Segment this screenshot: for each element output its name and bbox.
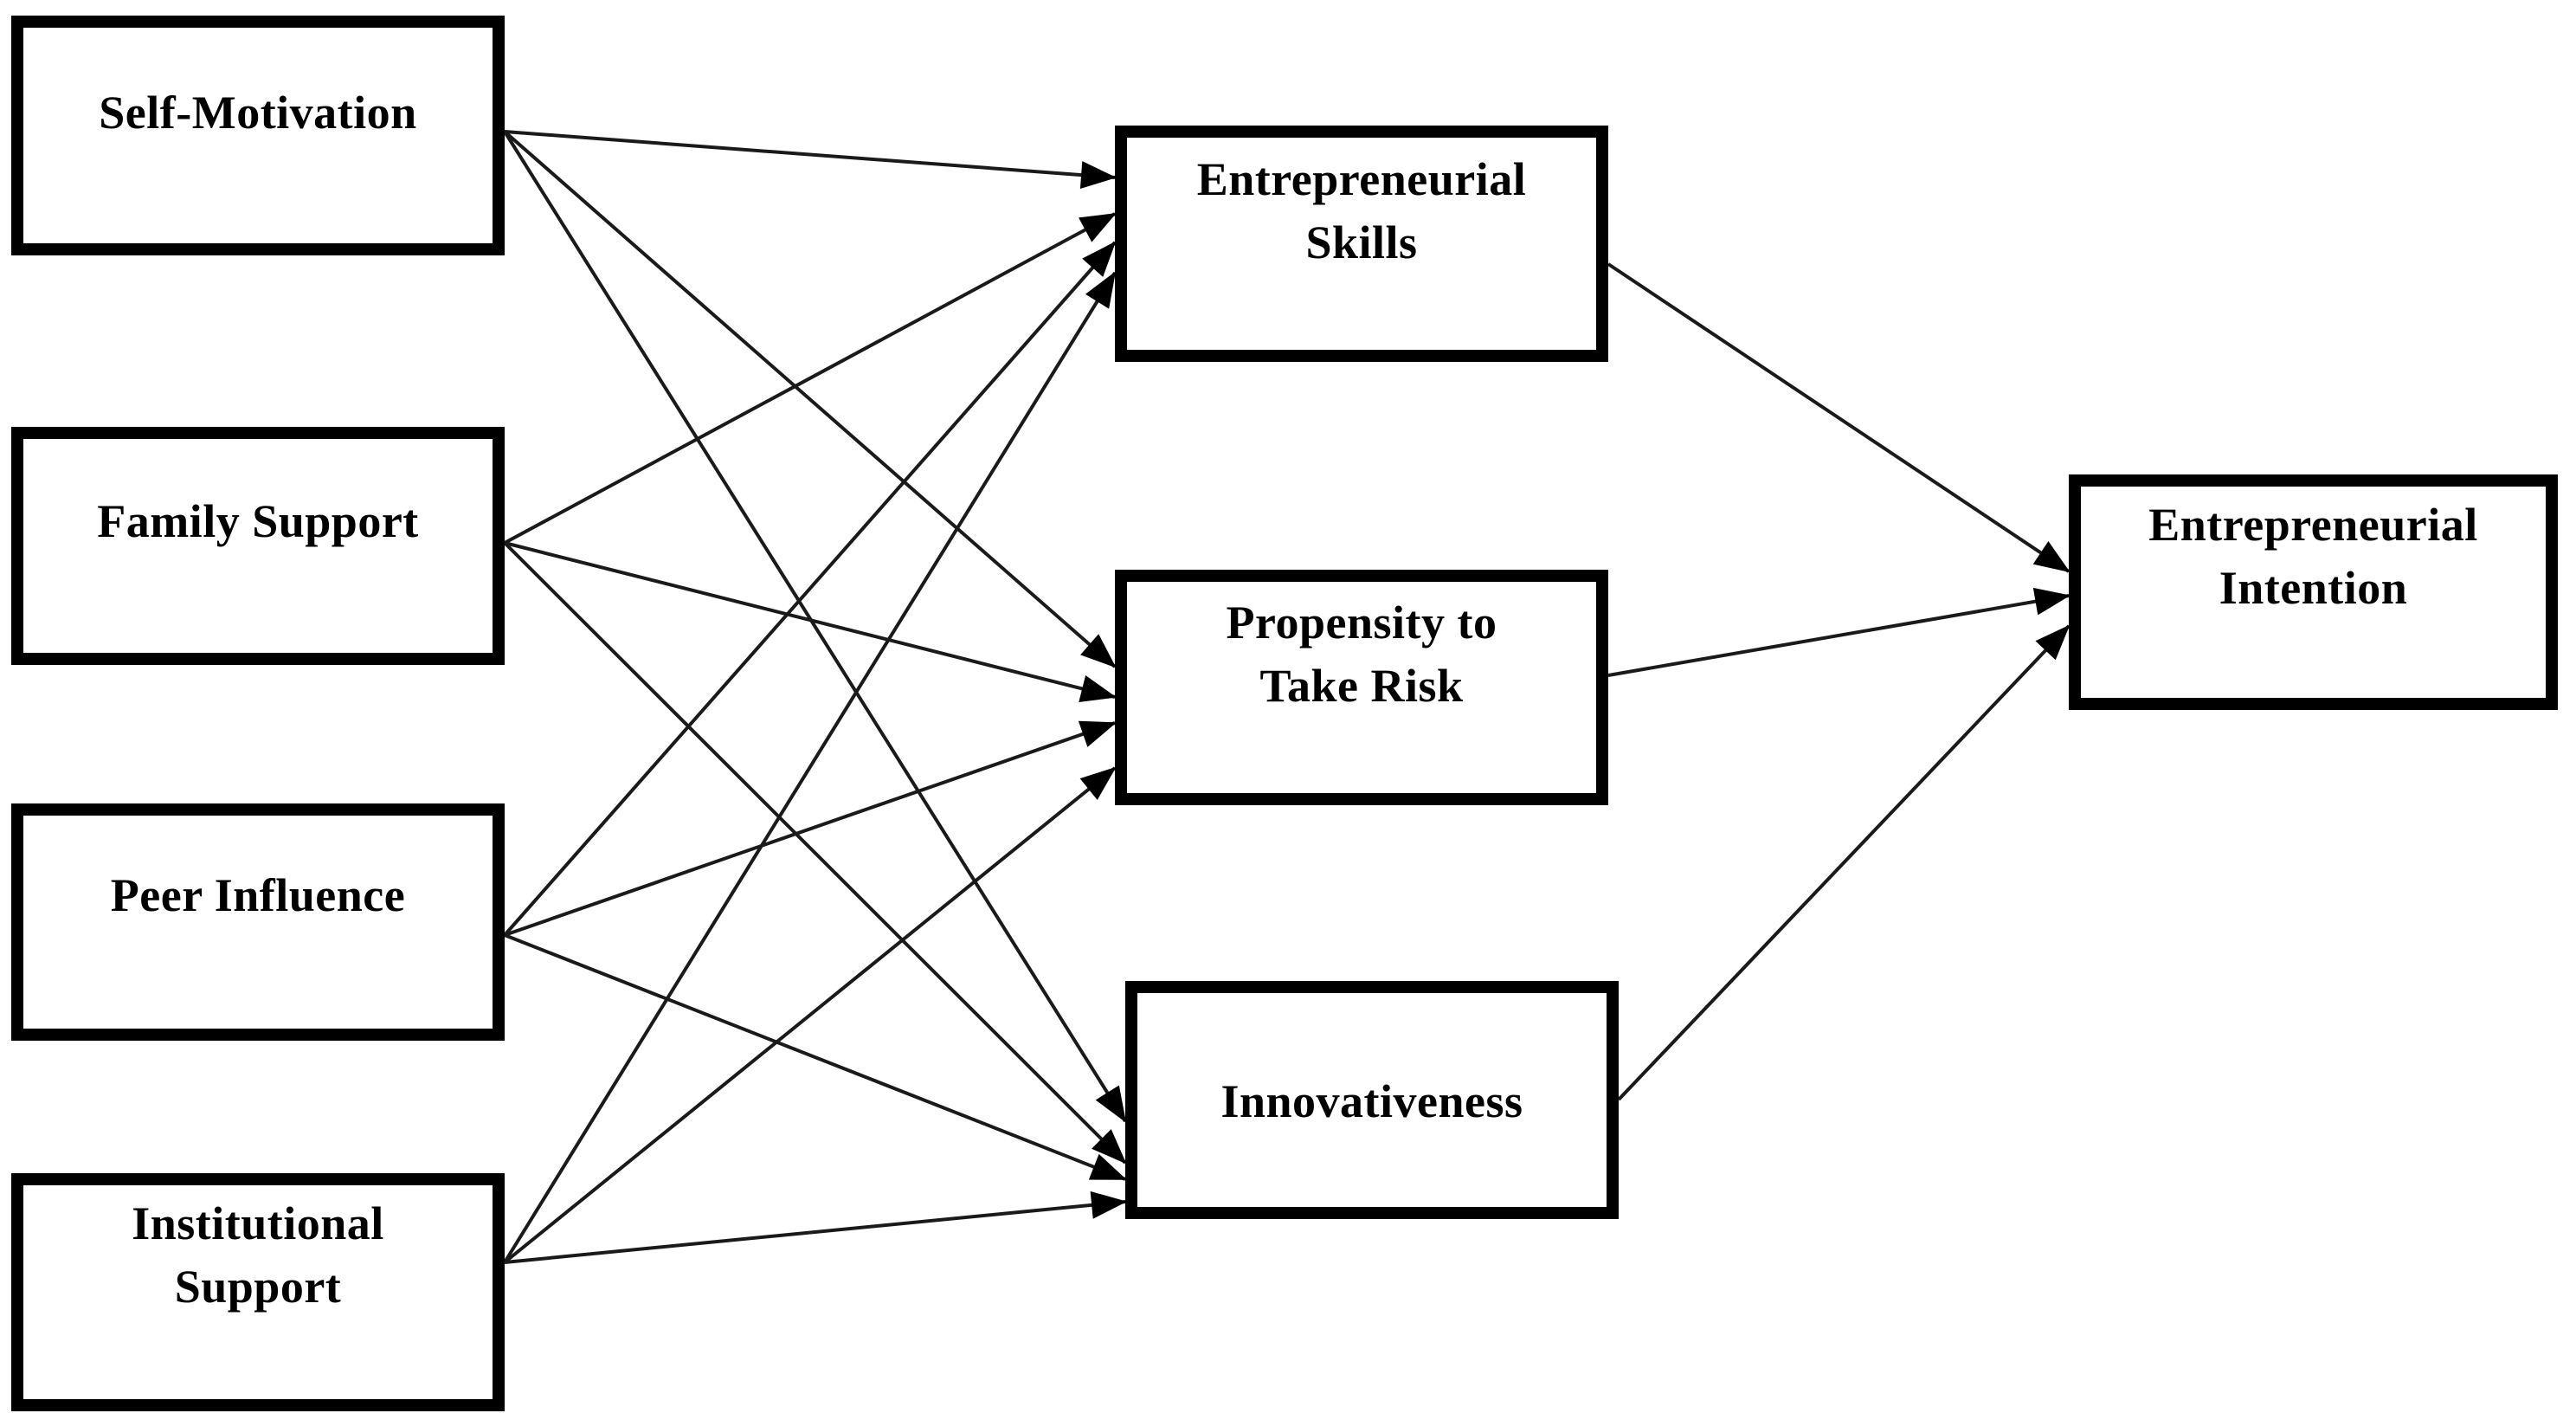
arrow-institutional-support-to-entrepreneurial-skills: [503, 271, 1117, 1264]
node-label: Innovativeness: [1137, 993, 1607, 1133]
node-label: Propensity to Take Risk: [1127, 582, 1596, 718]
arrow-family-support-to-propensity-to-take-risk: [504, 541, 1117, 702]
node-label-line: Take Risk: [1259, 660, 1464, 712]
node-family-support: Family Support: [11, 427, 505, 665]
node-label: Peer Influence: [23, 816, 493, 927]
node-label-line: Family Support: [97, 495, 419, 547]
arrow-family-support-to-innovativeness: [503, 541, 1127, 1165]
arrow-family-support-to-entrepreneurial-skills: [504, 212, 1117, 545]
arrow-institutional-support-to-innovativeness: [504, 1190, 1127, 1264]
node-label-line: Intention: [2219, 562, 2408, 614]
arrow-propensity-to-take-risk-to-entrepreneurial-intention: [1607, 587, 2070, 677]
node-label-line: Propensity to: [1226, 597, 1497, 648]
node-innovativeness: Innovativeness: [1125, 981, 1619, 1219]
arrow-entrepreneurial-skills-to-entrepreneurial-intention: [1607, 262, 2070, 573]
node-label-line: Support: [174, 1261, 342, 1313]
arrow-peer-influence-to-propensity-to-take-risk: [504, 720, 1117, 937]
node-label-line: Innovativeness: [1220, 1075, 1523, 1127]
arrow-peer-influence-to-entrepreneurial-skills: [503, 241, 1117, 937]
arrow-self-motivation-to-entrepreneurial-skills: [504, 130, 1117, 190]
node-propensity-to-take-risk: Propensity to Take Risk: [1115, 570, 1608, 805]
node-label-line: Peer Influence: [110, 869, 406, 921]
node-label: Family Support: [23, 439, 493, 553]
node-peer-influence: Peer Influence: [11, 803, 505, 1041]
arrow-self-motivation-to-innovativeness: [503, 130, 1127, 1123]
arrow-self-motivation-to-propensity-to-take-risk: [503, 130, 1117, 668]
arrow-innovativeness-to-entrepreneurial-intention: [1617, 624, 2070, 1101]
node-self-motivation: Self-Motivation: [11, 16, 505, 255]
node-label-line: Skills: [1305, 216, 1418, 268]
node-label-line: Entrepreneurial: [1196, 153, 1527, 205]
node-label-line: Institutional: [132, 1197, 384, 1249]
node-label: Self-Motivation: [23, 28, 493, 145]
arrow-institutional-support-to-propensity-to-take-risk: [503, 766, 1117, 1264]
node-label-line: Entrepreneurial: [2148, 499, 2478, 551]
arrow-peer-influence-to-innovativeness: [504, 933, 1127, 1181]
node-label-line: Self-Motivation: [99, 87, 417, 139]
